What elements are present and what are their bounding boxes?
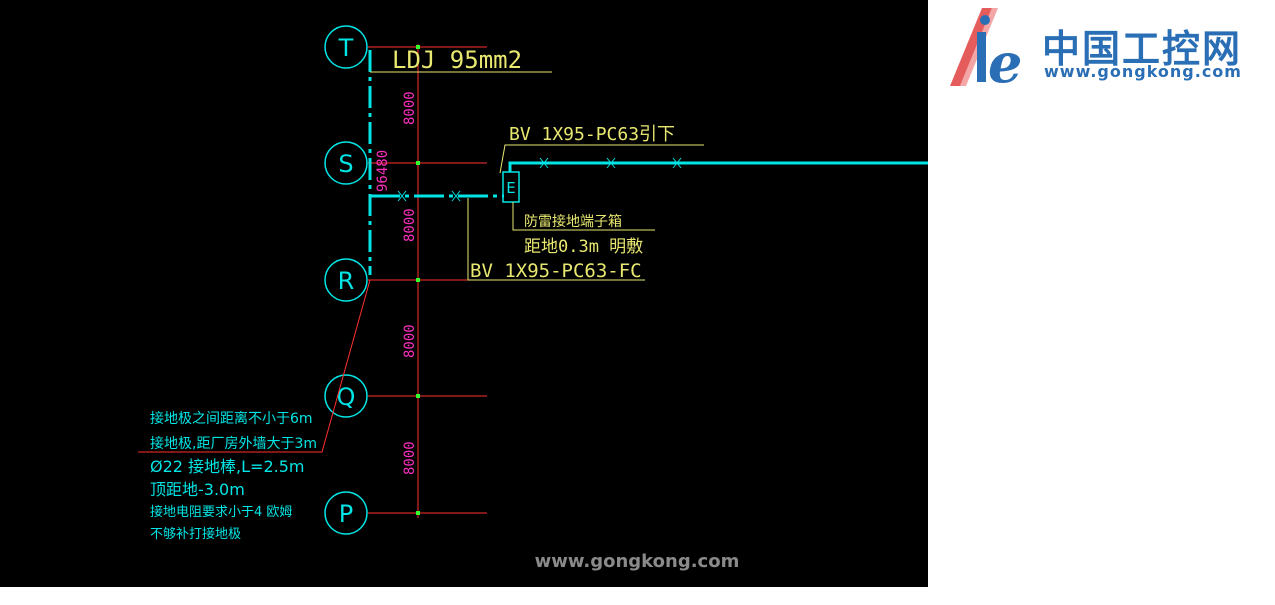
dim-text-RQ: 8000 xyxy=(402,324,418,358)
cable-mark-2 xyxy=(606,157,616,169)
leader-fc xyxy=(467,198,645,281)
logo-chinese-text: 中国工控网 xyxy=(1042,27,1243,71)
dim-tick-S xyxy=(416,161,420,165)
label-cable-down: BV 1X95-PC63引下 xyxy=(509,124,675,145)
dim-text-SR: 8000 xyxy=(402,208,418,242)
label-ldj: LDJ 95mm2 xyxy=(392,46,522,74)
cable-mark-1 xyxy=(539,157,549,169)
label-terminal-box: 防雷接地端子箱 xyxy=(524,213,622,230)
axis-label-Q: Q xyxy=(337,383,356,411)
logo-url-text: www.gongkong.com xyxy=(1044,62,1242,81)
svg-text:e: e xyxy=(988,31,1022,91)
dim-text-elevation: 96480 xyxy=(375,150,391,192)
axis-bubble-T xyxy=(324,25,368,69)
notes-leader xyxy=(138,279,371,453)
axis-bubble-Q xyxy=(324,374,368,418)
axis-grid-lines xyxy=(368,46,487,514)
axis-bubble-R xyxy=(324,258,368,302)
terminal-box xyxy=(502,171,520,203)
axis-bubble-P xyxy=(324,491,368,535)
axis-label-P: P xyxy=(339,500,353,528)
leader-lines xyxy=(370,71,704,281)
dim-tick-R xyxy=(416,278,420,282)
cable-mark-4 xyxy=(397,190,407,202)
cad-drawing: 8000 8000 8000 8000 96480 T S R Q P xyxy=(0,0,928,587)
note-2: 接地极,距厂房外墙大于3m xyxy=(150,435,317,452)
dim-tick-Q xyxy=(416,394,420,398)
note-4: 顶距地-3.0m xyxy=(150,480,245,499)
site-logo[interactable]: e 中国工控网 www.gongkong.com xyxy=(940,6,1270,96)
label-cable-fc: BV 1X95-PC63-FC xyxy=(470,260,642,282)
axis-label-S: S xyxy=(338,150,353,178)
dim-tick-P xyxy=(416,511,420,515)
terminal-box-letter: E xyxy=(506,179,515,197)
dim-tick-T xyxy=(416,45,420,49)
drawing-canvas: 8000 8000 8000 8000 96480 T S R Q P xyxy=(138,25,928,572)
logo-mark-icon: e xyxy=(950,8,1022,91)
axis-label-R: R xyxy=(338,267,355,295)
dimension-ticks xyxy=(416,45,420,515)
leader-box xyxy=(512,202,655,231)
note-3: Ø22 接地棒,L=2.5m xyxy=(150,457,304,476)
notes-block: 接地极之间距离不小于6m 接地极,距厂房外墙大于3m Ø22 接地棒,L=2.5… xyxy=(150,410,317,542)
axis-label-T: T xyxy=(338,34,354,62)
axis-bubble-labels: T S R Q P xyxy=(337,34,356,528)
cable-to-right xyxy=(508,161,928,172)
cable-mark-3 xyxy=(672,157,682,169)
dim-text-QP: 8000 xyxy=(402,441,418,475)
axis-bubble-S xyxy=(324,141,368,185)
annotation-labels: LDJ 95mm2 BV 1X95-PC63引下 防雷接地端子箱 距地0.3m … xyxy=(392,46,675,282)
cable-marks xyxy=(397,157,682,202)
dim-text-TS: 8000 xyxy=(402,91,418,125)
note-5: 接地电阻要求小于4 欧姆 xyxy=(150,504,292,520)
watermark-text: www.gongkong.com xyxy=(535,551,740,572)
label-terminal-height: 距地0.3m 明敷 xyxy=(524,237,643,257)
note-6: 不够补打接地极 xyxy=(150,526,241,542)
axis-bubbles xyxy=(324,25,368,535)
dimension-texts: 8000 8000 8000 8000 96480 xyxy=(375,91,418,475)
note-1: 接地极之间距离不小于6m xyxy=(150,410,313,427)
leader-cable-down xyxy=(499,144,704,174)
cable-mark-5 xyxy=(451,190,461,202)
